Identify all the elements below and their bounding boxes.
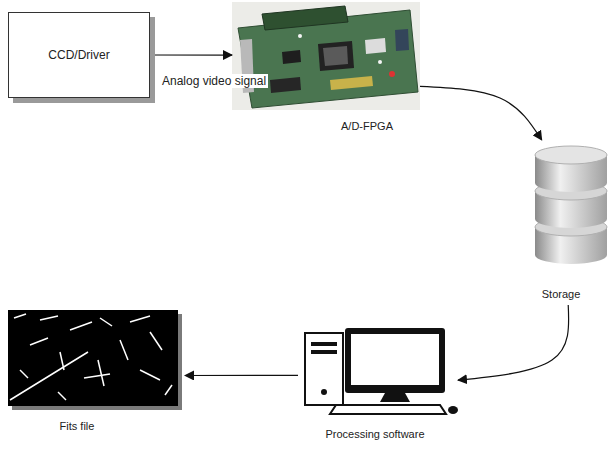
fpga-board-photo	[232, 2, 420, 110]
fits-image	[8, 310, 182, 410]
connector-arrow	[150, 54, 232, 55]
icon-node: Storage	[530, 140, 608, 305]
icon-caption: Storage	[542, 288, 581, 300]
icon-caption: Processing software	[325, 428, 424, 440]
edge-label: Analog video signal	[160, 74, 268, 88]
icon-caption: Fits file	[60, 420, 95, 432]
connector-arrow	[420, 86, 542, 140]
icon-node: A/D-FPGA	[232, 2, 420, 138]
connector-arrow	[185, 375, 298, 376]
storage-icon	[535, 146, 607, 264]
icon-caption: A/D-FPGA	[341, 120, 393, 132]
box-label: CCD/Driver	[48, 48, 109, 62]
icon-node: Fits file	[5, 308, 185, 433]
icon-node: Processing software	[298, 325, 458, 445]
computer-icon	[305, 328, 458, 414]
process-box: CCD/Driver	[8, 12, 150, 98]
connector-arrow	[458, 305, 569, 380]
